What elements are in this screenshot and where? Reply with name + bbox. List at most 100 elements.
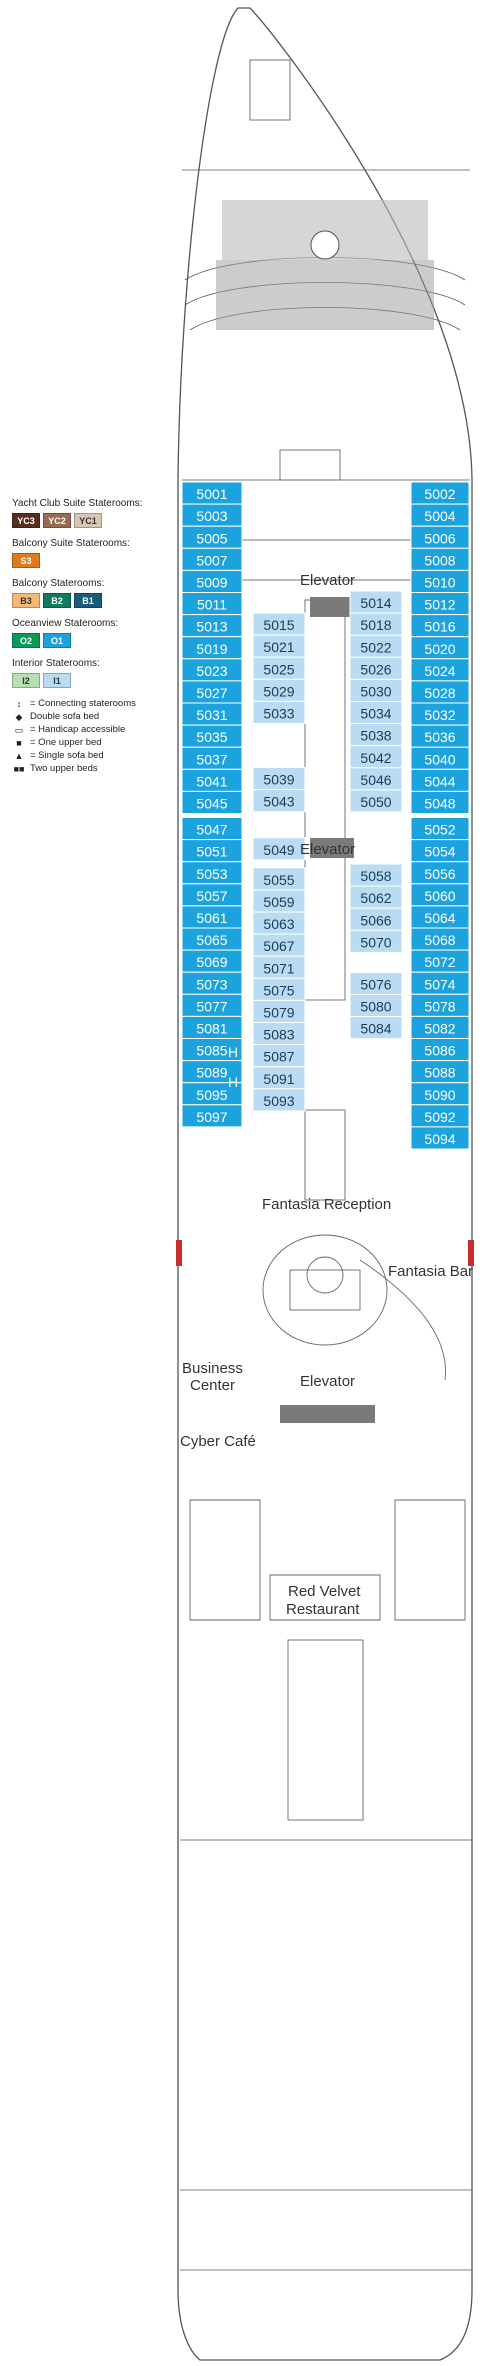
public-areas	[189, 1234, 466, 1821]
handicap-icon: ▭	[14, 725, 24, 735]
stateroom-number: 5070	[360, 934, 391, 950]
legend-chip: O1	[43, 633, 71, 648]
elevator-banks	[280, 597, 375, 1423]
legend-chip: O2	[12, 633, 40, 648]
legend-symbol-label: = One upper bed	[30, 737, 102, 748]
legend-title: Interior Staterooms:	[12, 658, 100, 669]
double-sofa-bed-icon: ◆	[15, 712, 23, 722]
legend-chip: I2	[12, 673, 40, 688]
stateroom-number: 5076	[360, 977, 391, 993]
stateroom-number: 5007	[196, 552, 227, 568]
stateroom-number: 5084	[360, 1021, 391, 1037]
stateroom-number: 5025	[263, 661, 294, 677]
legend-chip: I1	[43, 673, 71, 688]
stateroom-number: 5079	[263, 1005, 294, 1021]
stateroom-number: 5086	[424, 1043, 455, 1059]
stateroom-5097[interactable]	[181, 1104, 243, 1128]
stateroom-number: 5003	[196, 508, 227, 524]
legend-title: Oceanview Staterooms:	[12, 618, 119, 629]
stateroom-number: 5002	[424, 486, 455, 502]
stateroom-number: 5042	[360, 750, 391, 766]
stateroom-5049[interactable]	[252, 837, 306, 861]
stateroom-number: 5014	[360, 595, 391, 611]
stateroom-number: 5013	[196, 619, 227, 635]
stateroom-number: 5097	[196, 1109, 227, 1125]
stateroom-number: 5011	[197, 597, 227, 613]
stateroom-5043[interactable]	[252, 789, 306, 813]
theater-seating	[216, 200, 434, 330]
legend-symbol-row: ↕= Connecting staterooms	[12, 698, 172, 710]
stateroom-number: 5021	[263, 639, 294, 655]
business-center-label: Business	[182, 1360, 243, 1377]
stateroom-5045[interactable]	[181, 790, 243, 815]
stateroom-number: 5026	[360, 661, 391, 677]
legend-symbol-row: ▭= Handicap accessible	[12, 724, 172, 736]
stateroom-number: 5080	[360, 999, 391, 1015]
legend-chip: YC1	[74, 513, 102, 528]
stateroom-5050[interactable]	[349, 789, 403, 813]
stateroom-number: 5045	[196, 796, 227, 812]
legend-chip: B1	[74, 593, 102, 608]
stateroom-number: 5030	[360, 684, 391, 700]
stateroom-number: 5022	[360, 639, 391, 655]
stateroom-5048[interactable]	[410, 790, 470, 815]
stateroom-number: 5068	[424, 932, 455, 948]
legend-symbol-row: ▲ = Single sofa bed	[12, 750, 172, 762]
stateroom-number: 5051	[196, 844, 227, 860]
single-sofa-bed-icon: ▲	[14, 751, 24, 761]
stateroom-5093[interactable]	[252, 1088, 306, 1112]
stateroom-number: 5028	[424, 685, 455, 701]
business-center-label: Center	[190, 1377, 235, 1394]
stateroom-number: 5064	[424, 910, 455, 926]
stateroom-number: 5012	[424, 597, 455, 613]
stateroom-number: 5034	[360, 706, 391, 722]
two-upper-beds-icon: ■■	[13, 764, 25, 774]
stateroom-number: 5010	[424, 575, 455, 591]
stateroom-number: 5085	[196, 1043, 227, 1059]
stateroom-number: 5047	[196, 822, 227, 838]
legend-symbol-label: = Single sofa bed	[30, 750, 104, 761]
stateroom-number: 5018	[360, 617, 391, 633]
stateroom-number: 5069	[196, 954, 227, 970]
stateroom-number: 5089	[196, 1065, 227, 1081]
staterooms-port-outer: 5001500350055007500950115013501950235027…	[181, 481, 243, 1128]
one-upper-bed-icon: ■	[16, 738, 22, 748]
elevator-label: Elevator	[300, 841, 355, 858]
stateroom-5084[interactable]	[349, 1016, 403, 1040]
connecting-icon: ↕	[16, 699, 22, 709]
legend-chip: S3	[12, 553, 40, 568]
legend-balcony-suite: Balcony Suite Staterooms: S3	[12, 538, 172, 568]
stateroom-number: 5027	[196, 685, 227, 701]
legend-symbols: ↕= Connecting staterooms◆Double sofa bed…	[12, 698, 172, 775]
stateroom-5070[interactable]	[349, 929, 403, 953]
bar-label: Fantasia Bar	[388, 1263, 473, 1280]
area-labels: Elevator Elevator Elevator Fantasia Rece…	[180, 572, 473, 1618]
stateroom-number: 5004	[424, 508, 455, 524]
stateroom-number: 5023	[196, 663, 227, 679]
stateroom-number: 5044	[424, 773, 455, 789]
stateroom-number: 5009	[196, 575, 227, 591]
legend-symbol-label: Two upper beds	[30, 763, 98, 774]
elevator-label: Elevator	[300, 572, 355, 589]
stateroom-number: 5083	[263, 1027, 294, 1043]
stateroom-number: 5006	[424, 530, 455, 546]
stateroom-5033[interactable]	[252, 700, 306, 725]
stateroom-number: 5041	[196, 773, 227, 789]
stateroom-number: 5065	[196, 932, 227, 948]
stateroom-number: 5035	[196, 729, 227, 745]
stateroom-number: 5024	[424, 663, 455, 679]
stateroom-5094[interactable]	[410, 1126, 470, 1150]
stateroom-number: 5029	[263, 683, 294, 699]
legend-chip: B3	[12, 593, 40, 608]
stateroom-number: 5008	[424, 552, 455, 568]
legend-title: Balcony Staterooms:	[12, 578, 105, 589]
stateroom-number: 5062	[360, 890, 391, 906]
restaurant-label: Red Velvet	[288, 1583, 361, 1600]
red-markers	[176, 1240, 474, 1266]
stateroom-number: 5058	[360, 868, 391, 884]
stateroom-number: 5049	[263, 842, 294, 858]
